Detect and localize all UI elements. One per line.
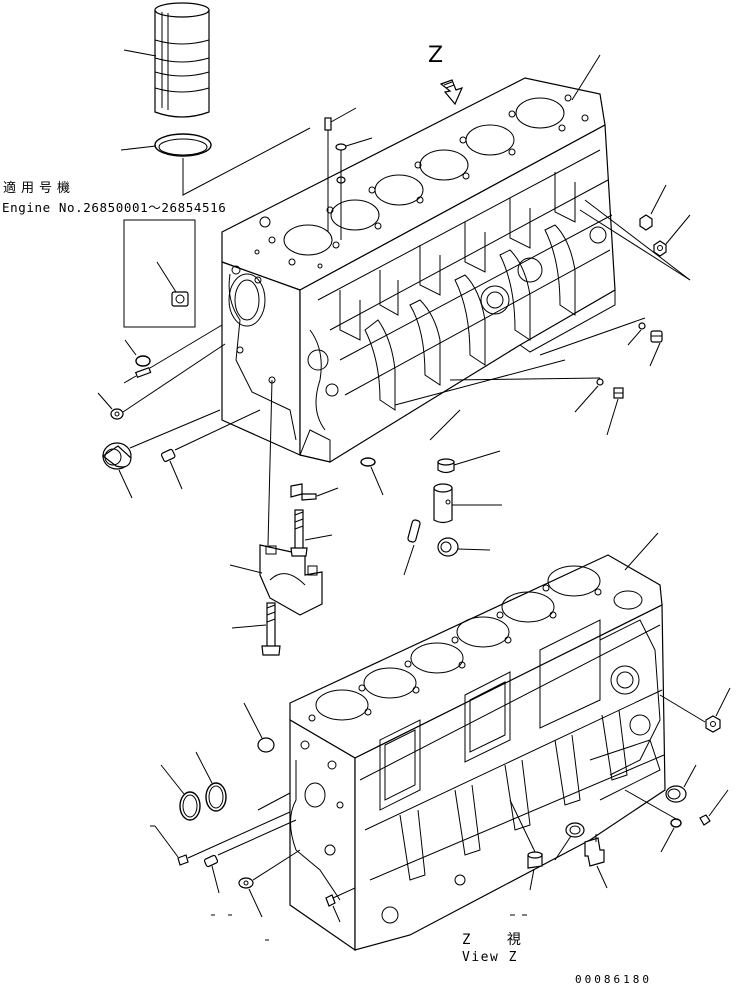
plug-right-4	[638, 322, 646, 330]
leader-seal-ring-middle	[554, 835, 572, 861]
leader-plug-lower-a	[154, 825, 179, 858]
leader-plug-lower-c	[248, 888, 263, 918]
leader-plug-lower-left	[169, 460, 183, 490]
cylinder-block-lower	[289, 554, 666, 952]
leader-bearing-cap	[229, 564, 263, 574]
plug-lower-d	[325, 887, 356, 907]
applicable-machines-label: 適用号機	[3, 181, 76, 196]
leader-plug-right-5	[606, 398, 619, 436]
plug-lower-left	[160, 409, 261, 463]
dash-marks	[150, 825, 527, 941]
plug-left	[110, 343, 226, 420]
plug-right-2	[653, 240, 667, 257]
leader-seal-ring	[120, 145, 157, 151]
plug-right-c	[699, 814, 711, 826]
leader-plug-top	[345, 137, 373, 147]
leader-cap-bolt-lower	[231, 624, 267, 629]
leader-cam-bushing	[118, 469, 133, 499]
leader-o-ring-left	[124, 339, 137, 356]
upper-reference-lines	[394, 199, 691, 441]
expansion-plug-deck	[257, 737, 275, 753]
liner-seal-ring	[154, 133, 212, 157]
cap-reference-line	[267, 379, 273, 546]
plug-lower-b	[203, 819, 297, 868]
plug-cylinder-center	[437, 458, 455, 474]
o-ring-under	[360, 457, 376, 467]
applicability-box	[123, 219, 196, 328]
plug-right-3	[650, 330, 663, 343]
leader-plug-left	[97, 392, 113, 410]
leader-plug-right-3	[649, 342, 661, 367]
o-ring-left	[135, 355, 151, 367]
leader-plug-right-1	[650, 184, 667, 215]
leader-expansion-plug	[243, 702, 263, 739]
leader-oil-tube	[123, 375, 137, 384]
cap-bolt-lower	[261, 602, 281, 656]
seal-ring-middle	[565, 822, 585, 838]
cap-bolt-upper	[290, 509, 308, 557]
cylinder-block-upper	[221, 77, 616, 463]
leader-o-ring-right-b	[660, 827, 675, 853]
dowel-center	[407, 519, 421, 543]
leader-dowel-center	[403, 544, 415, 576]
oil-fitting	[584, 834, 605, 867]
cam-bushing	[101, 409, 221, 470]
plug-right-5	[613, 387, 624, 399]
leader-plug-right-4	[627, 329, 642, 346]
plug-top	[335, 143, 347, 240]
view-caption-jp: Z 視	[462, 932, 535, 948]
leader-plug-right-d	[715, 687, 731, 717]
leader-cap-bolt-upper	[304, 534, 333, 541]
leader-o-ring-b	[195, 751, 213, 784]
o-rings-pair	[179, 782, 227, 821]
leader-ring-right-a	[683, 764, 697, 788]
leader-liner	[123, 49, 157, 57]
dowel-pin-top	[324, 117, 332, 232]
leader-plug-right-2	[665, 214, 691, 245]
plug-lower-a	[177, 811, 291, 866]
oil-tube-left	[134, 324, 223, 378]
drawing-number: 00086180	[575, 973, 652, 986]
leader-block-upper	[571, 54, 601, 101]
ring-center	[437, 537, 459, 557]
plug-lower-c	[238, 849, 301, 889]
seal-ring-reference-line	[182, 127, 311, 196]
leader-ring-center	[457, 548, 491, 551]
o-ring-right-b	[670, 818, 682, 828]
leader-plug-box	[156, 261, 177, 293]
plug-right-1	[639, 214, 653, 231]
ring-right-a	[665, 785, 687, 803]
leader-o-ring-under	[370, 466, 384, 496]
leader-plug-center	[453, 450, 501, 466]
cap-clip	[290, 483, 317, 501]
leader-plug-lower-b	[211, 865, 220, 894]
leader-dowel-top	[330, 107, 357, 123]
view-z-arrow	[439, 79, 464, 106]
leader-block-lower	[624, 532, 659, 571]
leader-cap-clip	[316, 487, 339, 497]
leader-plug-lower-d	[332, 905, 341, 923]
lower-reference-lines	[257, 694, 706, 821]
cylinder-liner	[154, 2, 210, 118]
plug-right-6	[596, 378, 604, 386]
plug-in-box	[171, 291, 189, 307]
leader-o-ring-a	[160, 764, 185, 795]
view-caption-en: View Z	[462, 950, 518, 965]
plug-right-d	[705, 715, 721, 733]
view-arrow-letter: Z	[428, 43, 444, 68]
main-bearing-cap	[259, 544, 323, 616]
sleeve-center	[433, 483, 453, 524]
engine-serial-range: Engine No.26850001～26854516	[2, 200, 227, 215]
leader-oil-fitting	[596, 865, 608, 889]
sleeve-plug-middle	[509, 799, 543, 869]
leader-sleeve-plug	[529, 868, 535, 891]
leader-plug-right-6	[574, 385, 599, 413]
leader-plug-right-c	[708, 789, 729, 817]
